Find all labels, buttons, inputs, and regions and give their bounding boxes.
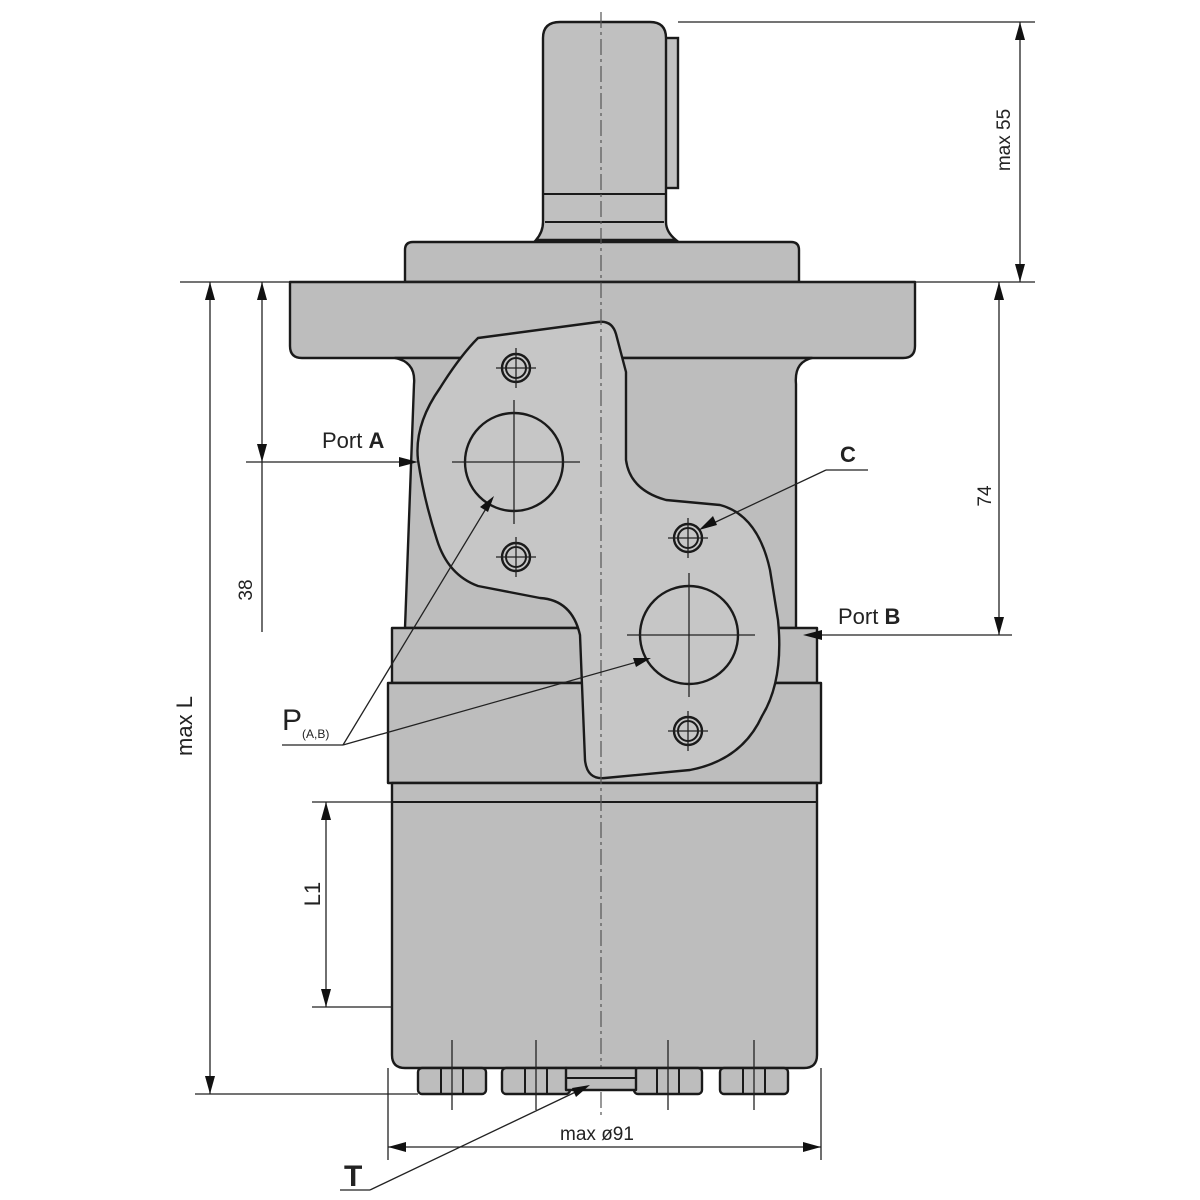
port-b-label: Port B — [838, 604, 900, 629]
shaft-body — [533, 20, 680, 242]
end-cap-bolts — [416, 1040, 790, 1110]
dim-flange-to-port-a — [246, 282, 418, 632]
drain-port-c — [668, 518, 708, 558]
leader-tank — [340, 1085, 590, 1191]
port-c-label: C — [840, 442, 856, 467]
dim-shaft-length — [678, 21, 1035, 282]
dim-overall-length — [195, 282, 418, 1095]
port-a-hole — [452, 400, 580, 524]
section-length-value: L1 — [300, 882, 325, 906]
output-shaft — [533, 20, 680, 242]
leader-pressure-port — [282, 496, 651, 746]
tank-label: T — [344, 1160, 362, 1193]
overall-length-value: max L — [172, 696, 197, 756]
diameter-value: max ø91 — [560, 1124, 634, 1145]
shaft-length-value: max 55 — [994, 109, 1015, 171]
flange-to-port-a-value: 38 — [236, 579, 257, 600]
pressure-port-label: P(A,B) — [282, 704, 329, 741]
flange-to-port-b-value: 74 — [975, 485, 996, 507]
flange-hub — [403, 240, 801, 284]
port-b-hole — [627, 573, 755, 697]
bolt-hole-a2 — [496, 537, 536, 577]
leader-port-c — [699, 469, 868, 530]
end-cap — [390, 781, 819, 1070]
mounting-flange — [288, 280, 917, 360]
port-a-label: Port A — [322, 428, 384, 453]
dim-flange-to-port-b — [803, 282, 1012, 640]
bolt-hole-b2 — [668, 711, 708, 751]
bolt-hole-a1 — [496, 348, 536, 388]
dim-section-length — [312, 801, 392, 1008]
